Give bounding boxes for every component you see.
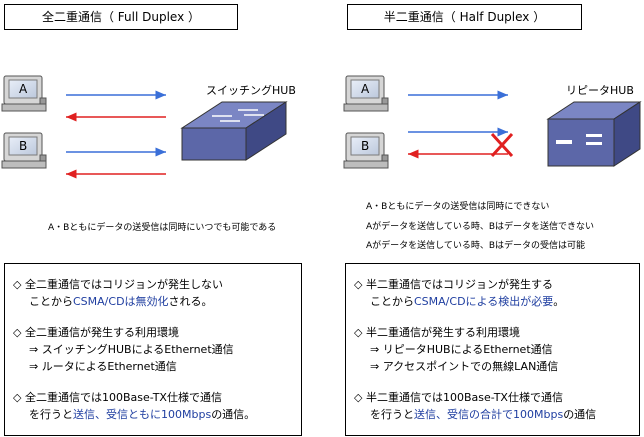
cross-icon [490, 132, 514, 158]
note-line: ◇ 半二重通信が発生する利用環境 [354, 326, 520, 339]
half-duplex-notes: ◇ 半二重通信ではコリジョンが発生する ことからCSMA/CDによる検出が必要。… [345, 263, 640, 436]
pc-b-left-icon [1, 132, 47, 169]
pc-b-right-label: B [361, 139, 370, 153]
full-duplex-notes: ◇ 全二重通信ではコリジョンが発生しない ことからCSMA/CDは無効化される。… [4, 263, 302, 436]
note-line: ◇ 半二重通信ではコリジョンが発生する [354, 278, 553, 291]
pc-b-right-icon [343, 132, 389, 169]
network-diagram [1, 75, 642, 179]
switching-hub-label: スイッチングHUB [206, 84, 296, 97]
pc-a-left-icon [1, 75, 47, 112]
note-line: ⇒ リピータHUBによるEthernet通信 [370, 343, 553, 356]
note-line: ⇒ アクセスポイントでの無線LAN通信 [370, 360, 559, 373]
note-line: ◇ 半二重通信では100Base-TX仕様で通信 [354, 391, 563, 404]
full-duplex-caption: A・Bともにデータの送受信は同時にいつでも可能である [48, 223, 277, 233]
note-line: を行うと送信、受信ともに100Mbpsの通信。 [29, 408, 256, 421]
pc-a-right-icon [343, 75, 389, 112]
half-duplex-caption-1: A・Bともにデータの送受信は同時にできない [366, 202, 550, 212]
half-duplex-title: 半二重通信（ Half Duplex ） [347, 4, 582, 30]
note-line: ⇒ ルータによるEthernet通信 [29, 360, 177, 373]
half-duplex-caption-3: Aがデータを送信している時、Bはデータの受信は可能 [366, 241, 586, 251]
note-line: ことからCSMA/CDは無効化される。 [29, 295, 213, 308]
full-duplex-title: 全二重通信（ Full Duplex ） [4, 4, 238, 30]
note-line: ◇ 全二重通信が発生する利用環境 [13, 326, 179, 339]
note-line: ことからCSMA/CDによる検出が必要。 [370, 295, 565, 308]
pc-a-left-label: A [19, 82, 28, 96]
note-line: ⇒ スイッチングHUBによるEthernet通信 [29, 343, 234, 356]
half-duplex-caption-2: Aがデータを送信している時、Bはデータを送信できない [366, 222, 595, 232]
switching-hub-icon [180, 101, 288, 161]
note-line: を行うと送信、受信の合計で100Mbpsの通信 [370, 408, 597, 421]
note-line: ◇ 全二重通信では100Base-TX仕様で通信 [13, 391, 222, 404]
repeater-hub-label: リピータHUB [566, 84, 634, 97]
pc-b-left-label: B [19, 139, 28, 153]
note-line: ◇ 全二重通信ではコリジョンが発生しない [13, 278, 223, 291]
repeater-hub-icon [546, 101, 642, 167]
pc-a-right-label: A [361, 82, 370, 96]
